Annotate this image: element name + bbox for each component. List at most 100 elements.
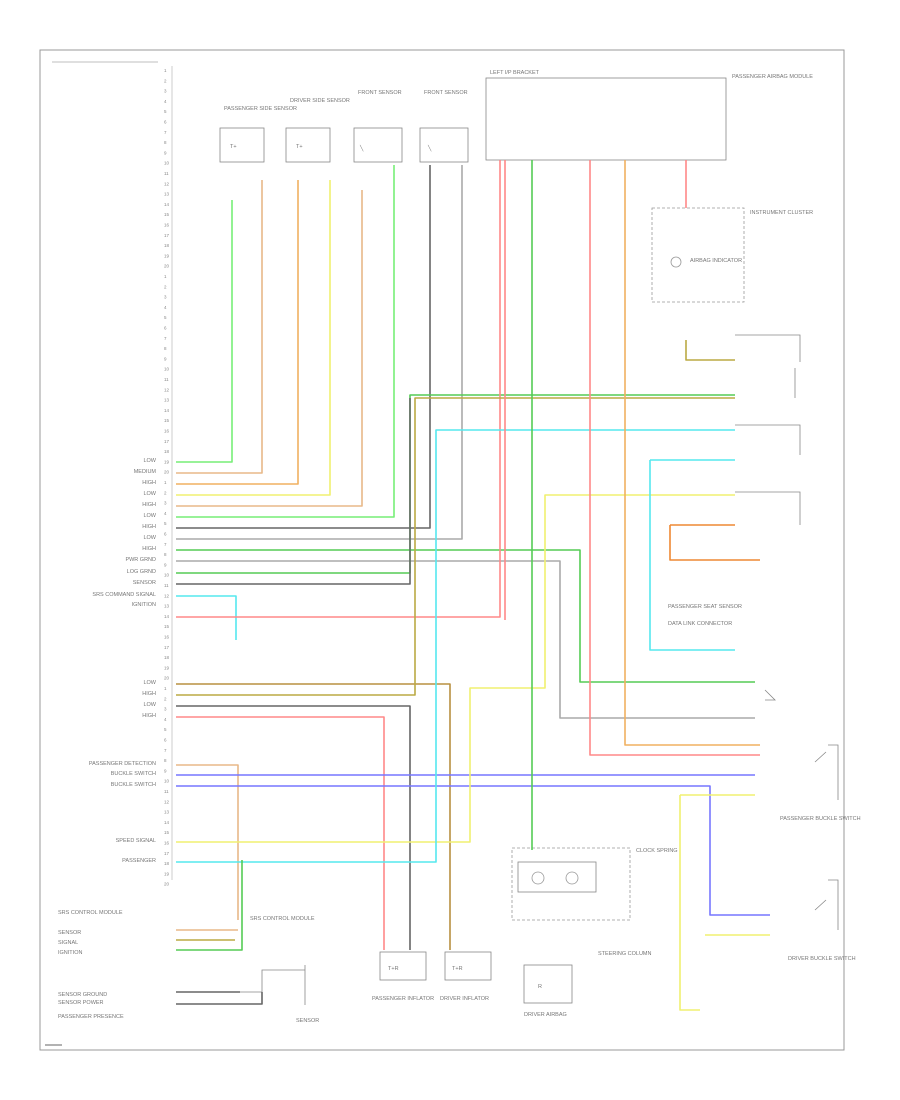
driver-buckle-switch: DRIVER BUCKLE SWITCH (788, 879, 856, 962)
wire-green (176, 549, 755, 683)
left-label: LOW (143, 535, 156, 541)
pin-number: 1 (164, 274, 167, 279)
pin-number: 13 (164, 810, 170, 815)
pin-number: 5 (164, 521, 167, 526)
wire-tan (176, 180, 263, 474)
pin-number: 16 (164, 841, 170, 846)
pin-number: 7 (164, 130, 167, 135)
pin-number: 11 (164, 789, 169, 794)
driver-airbag-label: DRIVER AIRBAG (524, 1012, 567, 1018)
left-label: HIGH (142, 691, 156, 697)
data-link-connector: DATA LINK CONNECTOR (668, 334, 801, 627)
inflator-symbol: T+R (388, 966, 399, 972)
bottom-sensor: SENSOR SRS CONTROL MODULE (238, 916, 319, 1024)
driver-buckle-label: DRIVER BUCKLE SWITCH (788, 956, 856, 962)
wire-dk-gray (176, 398, 411, 585)
bottom-left-label: IGNITION (58, 950, 82, 956)
left-label: HIGH (142, 524, 156, 530)
bottom-left-label: SRS CONTROL MODULE (58, 910, 123, 916)
pin-number: 10 (164, 161, 170, 166)
pin-number: 4 (164, 717, 167, 722)
pin-number: 20 (164, 470, 170, 475)
pin-number: 6 (164, 532, 167, 537)
pin-number: 15 (164, 418, 170, 423)
wire-olive (685, 340, 735, 361)
front-sensor-1-label: FRONT SENSOR (358, 90, 402, 96)
front-sensor-2: ╲ FRONT SENSOR (419, 90, 469, 163)
passenger-buckle-switch: PASSENGER BUCKLE SWITCH (780, 744, 861, 822)
wire-blue (176, 785, 770, 916)
pin-number: 19 (164, 871, 170, 876)
passenger-seat-sensor-label: PASSENGER SEAT SENSOR (668, 604, 742, 610)
driver-side-sensor: T+ DRIVER SIDE SENSOR (285, 98, 350, 163)
wire-cyan (649, 460, 735, 651)
wire-lt-green (176, 165, 395, 518)
pin-number: 1 (164, 686, 167, 691)
driver-inflator: T+R DRIVER INFLATOR (440, 951, 492, 1002)
left-label: BUCKLE SWITCH (111, 782, 156, 788)
left-label: SPEED SIGNAL (116, 838, 156, 844)
wire-olive (176, 397, 735, 696)
wire-orange (624, 160, 760, 746)
passenger-side-sensor: T+ PASSENGER SIDE SENSOR (219, 106, 297, 163)
pin-number: 10 (164, 367, 170, 372)
wires (176, 160, 770, 1011)
driver-inflator-label: DRIVER INFLATOR (440, 996, 489, 1002)
pin-number: 6 (164, 326, 167, 331)
srs-module-connector: 1234567891011121314151617181920123456789… (164, 66, 173, 887)
wire-lt-green (176, 200, 233, 463)
left-label: PASSENGER (122, 858, 156, 864)
wire-yellow (176, 180, 331, 496)
pin-number: 9 (164, 356, 167, 361)
wire-brown (176, 683, 451, 950)
wire-gray (176, 165, 463, 540)
passenger-seat-sensor: PASSENGER SEAT SENSOR (668, 604, 776, 701)
pin-number: 17 (164, 233, 170, 238)
left-label: BUCKLE SWITCH (111, 771, 156, 777)
pin-number: 9 (164, 768, 167, 773)
left-label: PASSENGER DETECTION (89, 761, 156, 767)
airbag-symbol: R (538, 984, 542, 990)
top-connector-label: LEFT I/P BRACKET (490, 70, 540, 76)
wire-tan (176, 190, 363, 507)
pin-number: 5 (164, 315, 167, 320)
pin-number: 15 (164, 624, 170, 629)
pin-number: 13 (164, 398, 170, 403)
left-label: LOG GRND (127, 569, 156, 575)
pin-number: 17 (164, 439, 170, 444)
pin-number: 14 (164, 614, 170, 619)
front-sensor-1: ╲ FRONT SENSOR (353, 90, 403, 163)
wire-pink (589, 160, 760, 756)
bottom-left-label: PASSENGER PRESENCE (58, 1014, 124, 1020)
pin-number: 12 (164, 799, 170, 804)
wire-dk-gray (176, 705, 411, 950)
inflator-symbol: T+R (452, 966, 463, 972)
pin-number: 16 (164, 223, 170, 228)
pin-number: 6 (164, 738, 167, 743)
pin-number: 11 (164, 377, 169, 382)
pin-number: 14 (164, 408, 170, 413)
wire-orange (176, 180, 299, 485)
pin-number: 4 (164, 305, 167, 310)
passenger-side-sensor-label: PASSENGER SIDE SENSOR (224, 106, 297, 112)
left-label: HIGH (142, 546, 156, 552)
airbag-lamp-label: AIRBAG INDICATOR (690, 258, 742, 264)
pin-number: 19 (164, 253, 170, 258)
pin-number: 3 (164, 707, 167, 712)
wire-yellow (176, 494, 735, 843)
pin-number: 7 (164, 748, 167, 753)
left-label: IGNITION (132, 602, 156, 608)
pin-number: 15 (164, 212, 170, 217)
dlc-label: DATA LINK CONNECTOR (668, 621, 732, 627)
steering-column-label: STEERING COLUMN (598, 951, 652, 957)
bottom-left-label: SENSOR POWER (58, 1000, 104, 1006)
pin-number: 2 (164, 490, 167, 495)
pin-number: 13 (164, 604, 170, 609)
wire-gray (176, 560, 755, 719)
pin-number: 20 (164, 264, 170, 269)
pin-number: 7 (164, 336, 167, 341)
wire-green (176, 860, 243, 951)
left-label: LOW (143, 491, 156, 497)
